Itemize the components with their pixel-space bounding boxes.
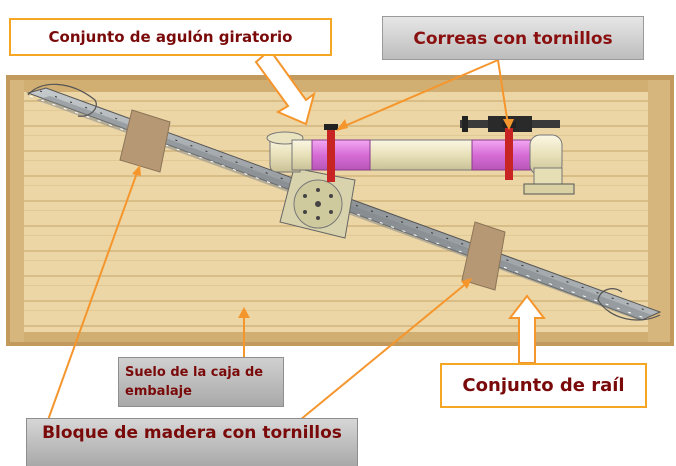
strap-left bbox=[324, 124, 338, 182]
rail-arrow bbox=[507, 294, 547, 364]
leader-arrows bbox=[47, 59, 514, 421]
boom-arrow bbox=[254, 48, 316, 126]
boom-assembly-label: Conjunto de agulón giratorio bbox=[9, 18, 332, 56]
wood-block-right bbox=[461, 221, 506, 291]
rail-assembly-label: Conjunto de raíl bbox=[440, 363, 647, 408]
crate-floor-label: Suelo de la caja de embalaje bbox=[118, 357, 284, 407]
wood-block-label: Bloque de madera con tornillos bbox=[26, 418, 358, 466]
carriage-plate bbox=[279, 167, 356, 239]
wood-block-left bbox=[119, 109, 171, 173]
straps-label: Correas con tornillos bbox=[382, 16, 644, 60]
